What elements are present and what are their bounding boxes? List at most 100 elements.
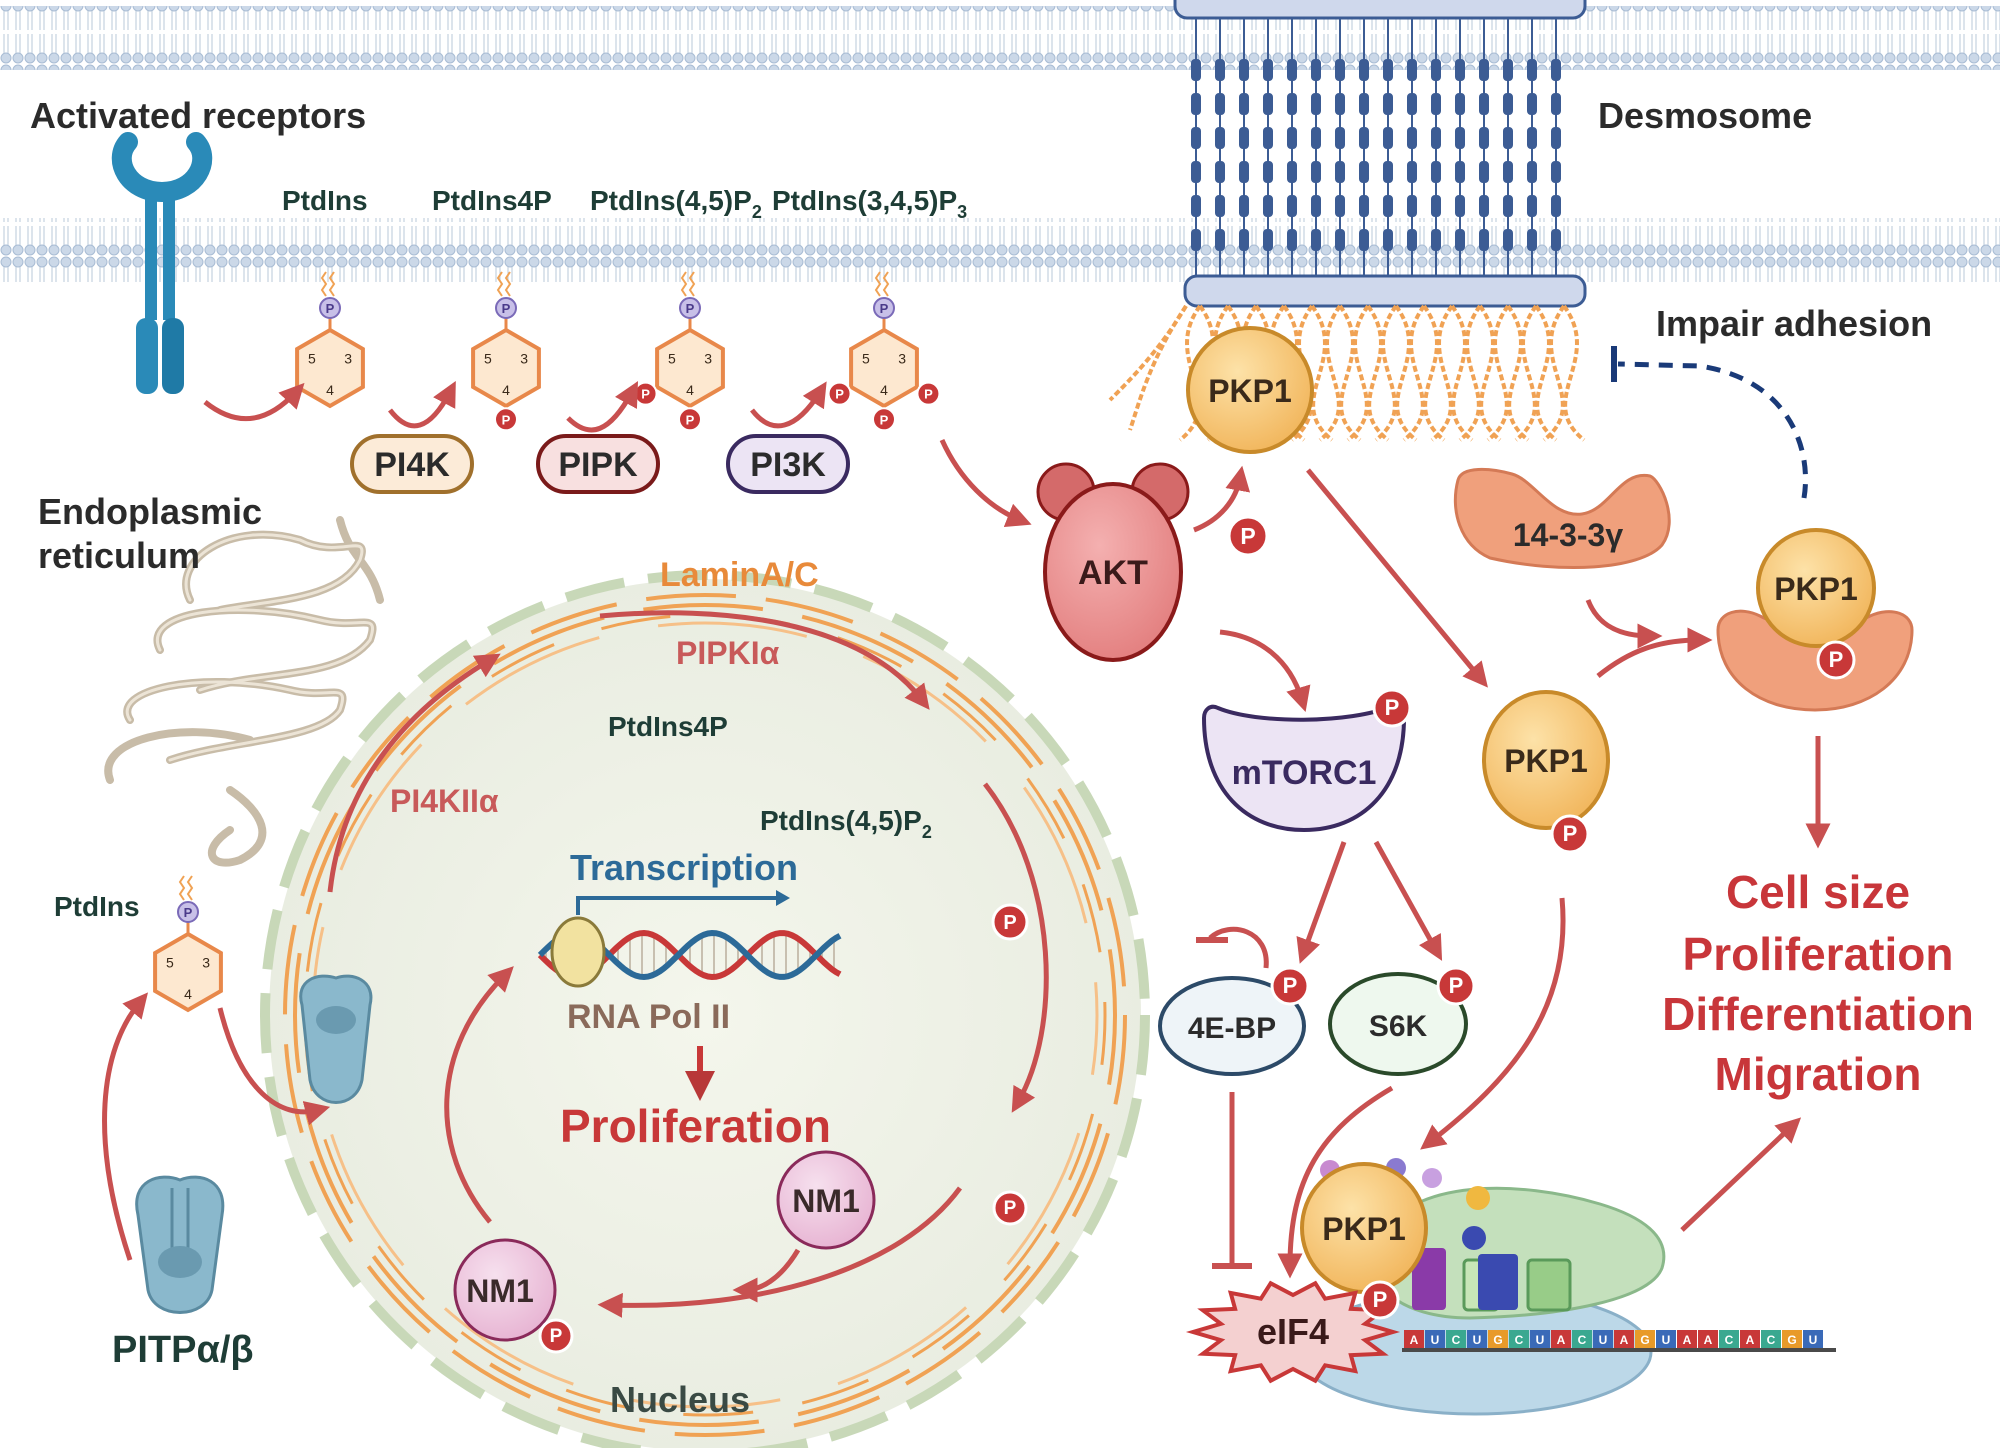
desmosome-cadherin: [1287, 127, 1297, 149]
desmosome-cadherin: [1455, 127, 1465, 149]
phosphate-icon: [494, 407, 518, 432]
mrna-base: [1614, 1330, 1634, 1348]
desmosome-label: Desmosome: [1598, 95, 1812, 136]
phosphate-label: P: [1829, 647, 1844, 672]
desmosome-cadherin: [1503, 127, 1513, 149]
desmosome-cadherin: [1215, 195, 1225, 217]
desmosome-cadherin: [1239, 127, 1249, 149]
outcome-cell-size: Cell size: [1726, 866, 1910, 918]
mtorc1-to-s6k-arrow: [1373, 840, 1443, 961]
pi4k-label: PI4K: [374, 446, 450, 484]
desmosome-cadherin: [1191, 127, 1201, 149]
desmosome-cadherin: [1479, 195, 1489, 217]
desmosome-cadherin: [1383, 229, 1393, 251]
mrna-base-label: C: [1515, 1333, 1524, 1347]
nucleus-label: Nucleus: [610, 1379, 750, 1420]
cellular-outcomes: Cell size Proliferation Differentiation …: [1662, 866, 1974, 1100]
mtorc1-inhibits-4ebp: [1208, 926, 1269, 969]
desmosome-cadherin: [1239, 195, 1249, 217]
desmosome-cadherin: [1359, 161, 1369, 183]
desmosome-cadherin: [1359, 93, 1369, 115]
ptdins4p-top-label: PtdIns4P: [432, 185, 552, 216]
ptdins45p2-top-label: PtdIns(4,5)P2: [590, 185, 762, 222]
mrna-base-label: U: [1662, 1333, 1671, 1347]
desmosome-cadherin: [1551, 59, 1561, 81]
desmosome-cadherin: [1431, 59, 1441, 81]
pi4k-enzyme: PI4K: [350, 434, 474, 494]
mrna-base: [1782, 1330, 1802, 1348]
phosphate-label: P: [1373, 1287, 1388, 1312]
ptdins345p3-top-label: PtdIns(3,4,5)P3: [772, 185, 967, 222]
pkp1-release-arrow: [1306, 468, 1488, 688]
4ebp-label: 4E-BP: [1188, 1012, 1276, 1045]
desmosome-cadherin: [1479, 127, 1489, 149]
mrna-base-label: U: [1809, 1333, 1818, 1347]
svg-text:3: 3: [520, 351, 528, 367]
desmosome-cadherin: [1335, 93, 1345, 115]
nm1-protein-bound: NM1: [453, 1238, 557, 1342]
mrna-base: [1740, 1330, 1760, 1348]
desmosome-cadherin: [1263, 161, 1273, 183]
er-label-line2: reticulum: [38, 535, 200, 576]
s6k-protein: S6K: [1328, 972, 1468, 1076]
mrna-base-label: C: [1578, 1333, 1587, 1347]
mrna-base: [1404, 1330, 1424, 1348]
desmosome-cadherin: [1335, 59, 1345, 81]
desmosome-cadherin: [1431, 93, 1441, 115]
desmosome-cadherin: [1191, 93, 1201, 115]
pkp1-14-3-3-complex: PKP1: [1716, 528, 1914, 712]
desmosome-cadherin: [1287, 195, 1297, 217]
mrna-base-label: C: [1767, 1333, 1776, 1347]
desmosome-cadherin: [1287, 161, 1297, 183]
phosphate-icon: [1227, 515, 1269, 557]
svg-text:P: P: [502, 301, 511, 316]
phosphate-label: P: [1003, 912, 1016, 934]
mrna-base: [1698, 1330, 1718, 1348]
desmosome-cadherin: [1431, 161, 1441, 183]
activated-receptor-icon: [111, 132, 213, 394]
phosphate-label: P: [1449, 973, 1464, 998]
nm1-free-label: NM1: [792, 1183, 860, 1219]
mrna-base-label: G: [1787, 1333, 1796, 1347]
svg-text:P: P: [326, 301, 335, 316]
phosphate-icon: [1270, 966, 1310, 1006]
desmosome-cadherin: [1215, 161, 1225, 183]
desmosome-cadherin: [1479, 59, 1489, 81]
mrna-base: [1572, 1330, 1592, 1348]
desmosome-cadherin: [1455, 59, 1465, 81]
desmosome-cadherin: [1455, 195, 1465, 217]
phosphate-icon: [872, 407, 896, 432]
desmosome-cadherin: [1479, 229, 1489, 251]
phosphate-icon: [1372, 688, 1412, 728]
transcription-arrowhead: [776, 890, 790, 906]
ptdins4p-nuclear-label: PtdIns4P: [608, 711, 728, 742]
mrna-base-label: G: [1493, 1333, 1502, 1347]
desmosome-cadherin: [1383, 195, 1393, 217]
desmosome-cadherin: [1479, 93, 1489, 115]
phosphate-icon: [992, 1190, 1028, 1226]
desmosome-structure: [1108, 0, 1587, 442]
mrna-base: [1509, 1330, 1529, 1348]
svg-text:3: 3: [344, 351, 352, 367]
desmosome-cadherin: [1359, 229, 1369, 251]
s6k-label: S6K: [1369, 1010, 1428, 1043]
desmosome-cadherin: [1551, 195, 1561, 217]
desmosome-cadherin: [1239, 161, 1249, 183]
desmosome-cadherin: [1407, 59, 1417, 81]
desmosome-cadherin: [1503, 59, 1513, 81]
eif4-label: eIF4: [1257, 1311, 1329, 1352]
desmosome-cadherin: [1287, 93, 1297, 115]
phosphate-label: P: [1385, 695, 1400, 720]
desmosome-cadherin: [1551, 93, 1561, 115]
desmosome-cadherin: [1407, 195, 1417, 217]
desmosome-cadherin: [1551, 161, 1561, 183]
desmosome-cadherin: [1335, 195, 1345, 217]
pkp1-to-complex-arrow: [1596, 627, 1713, 678]
nm1-protein-free: NM1: [776, 1150, 876, 1250]
pkp1-ribosome: PKP1: [1300, 1162, 1428, 1294]
pi3k-label: PI3K: [750, 446, 826, 484]
desmosome-cadherin: [1503, 195, 1513, 217]
